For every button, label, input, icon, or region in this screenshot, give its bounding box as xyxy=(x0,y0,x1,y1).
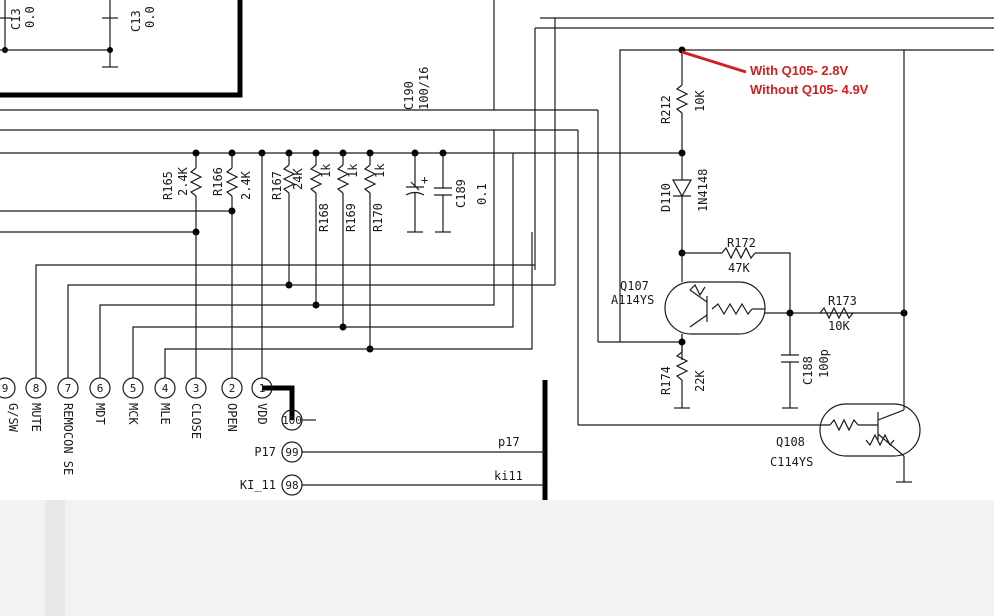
value-r165: 2.4K xyxy=(176,166,190,196)
pin-name: MLE xyxy=(158,403,172,425)
capacitor-c13a xyxy=(0,0,12,50)
value-r172: 47K xyxy=(728,261,750,275)
label-c189: C189 xyxy=(454,179,468,208)
value-c188: 100p xyxy=(817,349,831,378)
resistor-r173 xyxy=(819,306,854,320)
lower-gutter xyxy=(45,500,65,616)
value-c190: 100/16 xyxy=(417,67,431,110)
resistor-r166 xyxy=(225,153,239,211)
annotation-line2: Without Q105- 4.9V xyxy=(750,82,869,97)
value-r173: 10K xyxy=(828,319,850,333)
value-r212: 10K xyxy=(693,90,707,112)
ic-pin-name: KI_11 xyxy=(240,478,276,492)
pin-name: MUTE xyxy=(29,403,43,432)
label-q108: Q108 xyxy=(776,435,805,449)
pin-num: 1 xyxy=(259,382,266,395)
label-r166: R166 xyxy=(211,167,225,196)
connector-pins xyxy=(0,377,273,399)
capacitor-c13b xyxy=(102,0,118,68)
resistor-r174 xyxy=(674,334,690,409)
value-d110: 1N4148 xyxy=(696,169,710,212)
annotation-arrow xyxy=(681,50,747,74)
pin-name: CLOSE xyxy=(189,403,203,439)
label-r172: R172 xyxy=(727,236,756,250)
ic-pin-num: 98 xyxy=(285,479,298,492)
pin-name: VDD xyxy=(255,403,269,425)
ic-pin-num: 99 xyxy=(285,446,298,459)
label-r169: R169 xyxy=(344,203,358,232)
pin-name: G/SW xyxy=(6,403,20,433)
label-c188: C188 xyxy=(801,356,815,385)
capacitor-c188 xyxy=(781,313,799,409)
resistor-r212 xyxy=(675,50,689,153)
value-r169: 1k xyxy=(346,163,360,178)
value-c13b: 0.0 xyxy=(143,6,157,28)
pin-name: OPEN xyxy=(225,403,239,432)
label-d110: D110 xyxy=(659,183,673,212)
resistor-r165 xyxy=(189,153,203,232)
value-r167: 24K xyxy=(291,168,305,190)
pin-name: MCK xyxy=(126,403,140,425)
value-q108: C114YS xyxy=(770,455,813,469)
resistor-r167 xyxy=(282,153,296,285)
pin-num: 8 xyxy=(33,382,40,395)
label-r170: R170 xyxy=(371,203,385,232)
pin-num: 7 xyxy=(65,382,72,395)
label-c13b: C13 xyxy=(129,10,143,32)
capacitor-c190: + xyxy=(405,153,428,233)
annotation-line1: With Q105- 2.8V xyxy=(750,63,848,78)
value-r174: 22K xyxy=(693,370,707,392)
ic-pin-name: P17 xyxy=(254,445,276,459)
label-r174: R174 xyxy=(659,366,673,395)
resistor-r169 xyxy=(336,153,350,327)
net-label-ki11: ki11 xyxy=(494,469,523,483)
pin-num: 5 xyxy=(130,382,137,395)
label-r173: R173 xyxy=(828,294,857,308)
resistor-r170 xyxy=(363,153,377,349)
bus-left xyxy=(0,0,243,98)
pin-num: 4 xyxy=(162,382,169,395)
resistor-r168 xyxy=(309,153,323,305)
schematic-drawing: C13 0.0 C13 0.0 C190 100/16 R165 2. xyxy=(0,0,994,500)
pin-name: REMOCON SE xyxy=(61,403,75,475)
value-r166: 2.4K xyxy=(239,170,253,200)
label-c13a: C13 xyxy=(9,8,23,30)
label-c190: C190 xyxy=(402,81,416,110)
capacitor-c189 xyxy=(434,153,452,233)
pin-num: 3 xyxy=(193,382,200,395)
resistor-r172 xyxy=(682,246,791,313)
net-label-p17: p17 xyxy=(498,435,520,449)
label-q107: Q107 xyxy=(620,279,649,293)
pin-num: 6 xyxy=(97,382,104,395)
ic-pins xyxy=(281,409,545,496)
ic-pin-num: 100 xyxy=(282,414,302,427)
pin-name: MDT xyxy=(93,403,107,425)
value-r170: 1k xyxy=(373,163,387,178)
value-q107: A114YS xyxy=(611,293,654,307)
svg-text:+: + xyxy=(421,173,428,187)
value-c189: 0.1 xyxy=(475,183,489,205)
value-c13a: 0.0 xyxy=(23,6,37,28)
label-r167: R167 xyxy=(270,171,284,200)
label-r212: R212 xyxy=(659,95,673,124)
value-r168: 1k xyxy=(319,163,333,178)
label-r165: R165 xyxy=(161,171,175,200)
pin-num: 9 xyxy=(2,382,9,395)
transistor-q108 xyxy=(578,403,921,483)
label-r168: R168 xyxy=(317,203,331,232)
pin-num: 2 xyxy=(229,382,236,395)
schematic-sheet: C13 0.0 C13 0.0 C190 100/16 R165 2. xyxy=(0,0,994,500)
diode-d110 xyxy=(671,153,693,253)
